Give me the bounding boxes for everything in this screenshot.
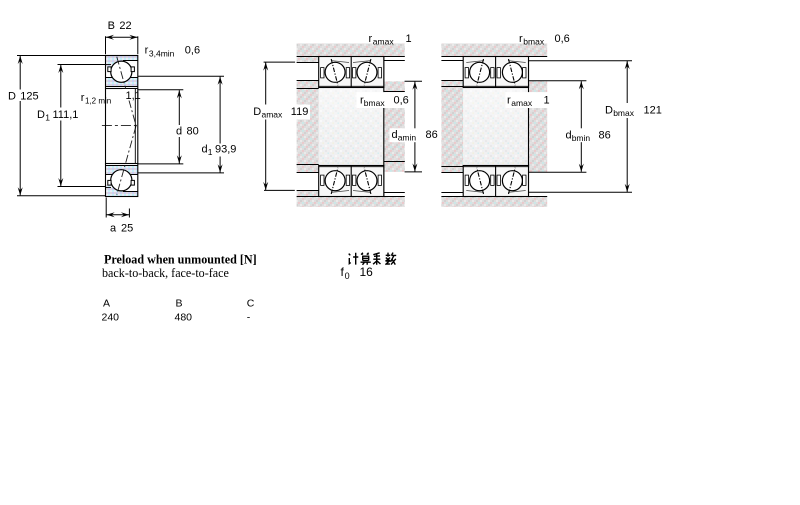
- svg-text:B: B: [108, 20, 115, 32]
- svg-text:1,2 min: 1,2 min: [85, 97, 111, 106]
- svg-text:C: C: [247, 298, 255, 310]
- svg-text:f: f: [341, 265, 345, 279]
- svg-text:D: D: [37, 109, 45, 121]
- svg-text:amin: amin: [398, 133, 417, 143]
- svg-text:B: B: [176, 298, 183, 310]
- svg-text:25: 25: [121, 223, 133, 235]
- svg-text:0,6: 0,6: [185, 45, 200, 57]
- svg-text:0,6: 0,6: [555, 33, 570, 45]
- svg-text:D: D: [605, 105, 613, 117]
- svg-text:22: 22: [119, 20, 131, 32]
- svg-text:d: d: [176, 126, 182, 138]
- svg-text:80: 80: [187, 126, 199, 138]
- svg-text:1: 1: [45, 113, 50, 123]
- svg-text:d: d: [202, 144, 208, 156]
- svg-text:0,6: 0,6: [394, 95, 409, 107]
- svg-text:D: D: [8, 91, 16, 103]
- svg-text:bmax: bmax: [523, 37, 545, 47]
- svg-text:16: 16: [360, 265, 374, 279]
- svg-text:111,1: 111,1: [53, 109, 79, 121]
- svg-text:0: 0: [345, 271, 350, 281]
- svg-text:bmax: bmax: [613, 108, 635, 118]
- svg-text:86: 86: [599, 130, 611, 142]
- svg-text:amax: amax: [511, 98, 533, 108]
- svg-text:1: 1: [544, 95, 550, 107]
- svg-text:D: D: [253, 106, 261, 118]
- svg-text:r: r: [519, 33, 523, 45]
- svg-text:r: r: [145, 45, 149, 57]
- svg-text:d: d: [566, 130, 572, 142]
- svg-text:480: 480: [175, 312, 193, 324]
- svg-text:1: 1: [406, 33, 412, 45]
- svg-text:-: -: [247, 312, 251, 324]
- svg-text:125: 125: [20, 91, 38, 103]
- svg-text:3,4min: 3,4min: [149, 49, 175, 59]
- svg-text:86: 86: [426, 129, 438, 141]
- svg-text:93,9: 93,9: [215, 144, 236, 156]
- svg-text:amax: amax: [373, 37, 395, 47]
- svg-text:r: r: [360, 95, 364, 107]
- svg-text:240: 240: [102, 312, 120, 324]
- svg-text:amax: amax: [262, 110, 284, 120]
- svg-text:1: 1: [208, 147, 213, 157]
- svg-text:A: A: [103, 298, 110, 310]
- svg-text:r: r: [369, 33, 373, 45]
- svg-text:a: a: [110, 223, 117, 235]
- svg-text:119: 119: [291, 106, 309, 118]
- svg-text:121: 121: [644, 105, 662, 117]
- svg-text:r: r: [507, 95, 511, 107]
- svg-text:1,1: 1,1: [126, 90, 141, 102]
- svg-text:r: r: [81, 92, 85, 104]
- svg-text:d: d: [392, 129, 398, 141]
- svg-text:Preload when unmounted [N]: Preload when unmounted [N]: [104, 253, 257, 267]
- svg-text:back-to-back, face-to-face: back-to-back, face-to-face: [102, 266, 229, 280]
- svg-text:bmin: bmin: [572, 133, 591, 143]
- svg-text:bmax: bmax: [364, 98, 386, 108]
